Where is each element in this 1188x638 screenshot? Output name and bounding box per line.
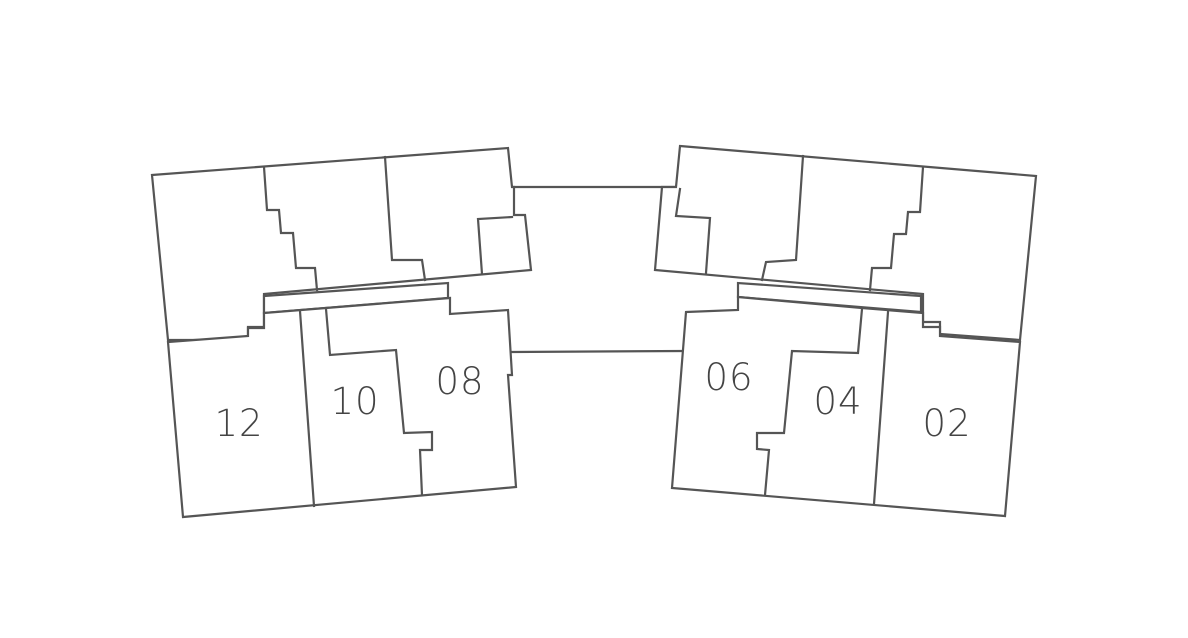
right-lower-divider-06-04 [755, 307, 864, 497]
left-lower-divider-10-08 [324, 307, 434, 497]
right-upper-divider-3 [868, 165, 925, 292]
lower-bridge-line [510, 349, 686, 354]
left-upper-divider-3 [476, 215, 514, 276]
left-upper-divider-1 [262, 165, 319, 292]
unit-label-12: 12 [214, 402, 263, 445]
right-upper-divider-2 [760, 154, 805, 282]
left-lower-block [166, 296, 518, 519]
unit-label-08: 08 [435, 360, 484, 403]
unit-label-06: 06 [704, 356, 753, 399]
unit-labels: 12 10 08 06 04 02 [214, 356, 971, 445]
right-wing [653, 144, 1038, 518]
right-lower-divider-04-02 [872, 310, 890, 506]
right-lower-block [670, 295, 1022, 518]
left-wing [150, 146, 533, 519]
unit-label-10: 10 [330, 380, 379, 423]
unit-label-04: 04 [813, 380, 862, 423]
left-lower-divider-12-10 [298, 309, 316, 508]
left-upper-divider-2 [383, 155, 427, 282]
connector-bridges [510, 185, 686, 354]
unit-label-02: 02 [922, 402, 971, 445]
right-upper-divider-1 [674, 187, 712, 275]
